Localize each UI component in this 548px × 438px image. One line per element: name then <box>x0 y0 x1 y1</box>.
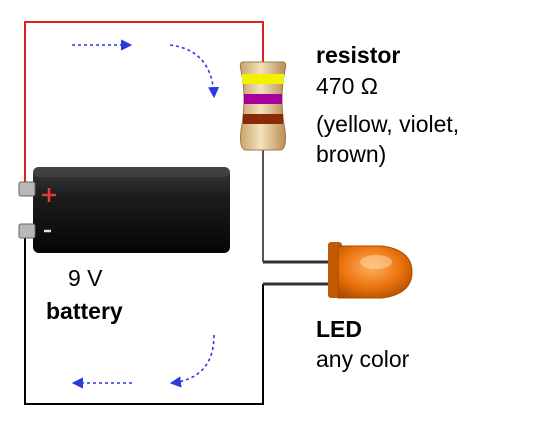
led-lens <box>337 245 413 299</box>
battery-terminal-positive <box>18 181 36 197</box>
resistor <box>239 61 287 151</box>
resistor-band-brown <box>243 114 283 124</box>
battery-body <box>33 167 230 253</box>
resistor-value: 470 Ω <box>316 73 378 99</box>
current-arrow-bottom-right <box>169 334 215 388</box>
led <box>328 242 413 299</box>
resistor-bands-line2: brown) <box>316 141 387 167</box>
resistor-band-yellow <box>242 74 284 84</box>
negative-wire <box>24 232 264 405</box>
battery-top-strip <box>33 167 230 177</box>
current-arrows <box>71 39 222 389</box>
current-arrow-top-right <box>169 44 220 99</box>
resistor-band-violet <box>244 94 282 104</box>
battery-terminal-negative <box>18 223 36 239</box>
positive-wire <box>24 21 264 186</box>
battery <box>18 167 230 253</box>
led-highlight <box>360 255 392 269</box>
led-note: any color <box>316 346 410 372</box>
battery-title: battery <box>46 298 123 324</box>
resistor-bands-line1: (yellow, violet, <box>316 111 460 137</box>
led-title: LED <box>316 316 362 342</box>
resistor-title: resistor <box>316 42 401 68</box>
battery-voltage: 9 V <box>68 265 103 291</box>
